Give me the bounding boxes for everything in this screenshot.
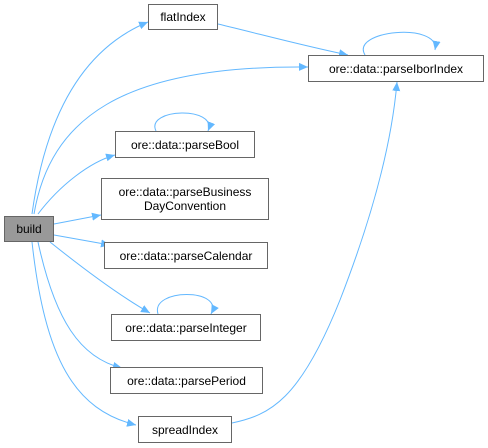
node-spreadIndex[interactable]: spreadIndex	[138, 416, 232, 443]
edge-flatIndex-parseIborIndex	[217, 23, 349, 58]
edge-build-parseIborIndex	[33, 62, 309, 215]
node-parseBusinessDayConvention-line1: ore::data::parseBusiness	[118, 185, 252, 199]
edge-spreadIndex-parseIborIndex	[231, 81, 401, 424]
node-parseBusinessDayConvention-line2: DayConvention	[143, 199, 227, 213]
node-build[interactable]: build	[4, 216, 54, 242]
node-parseBool[interactable]: ore::data::parseBool	[115, 131, 255, 158]
edge-build-flatIndex	[31, 21, 149, 215]
edge-build-parsePeriod	[37, 241, 123, 370]
edge-build-spreadIndex	[31, 241, 137, 427]
edge-parseIborIndex-self	[362, 31, 441, 56]
node-parseBusinessDayConvention[interactable]: ore::data::parseBusiness DayConvention	[101, 178, 269, 220]
node-parseCalendar[interactable]: ore::data::parseCalendar	[104, 242, 268, 269]
edge-build-parseCalendar	[53, 234, 111, 248]
edge-parseBool-self	[154, 112, 216, 132]
node-flatIndex[interactable]: flatIndex	[148, 4, 218, 30]
node-parsePeriod[interactable]: ore::data::parsePeriod	[110, 367, 263, 394]
edge-build-parseBool	[37, 153, 116, 215]
edge-parseInteger-self	[157, 294, 219, 315]
node-parseIborIndex[interactable]: ore::data::parseIborIndex	[308, 55, 484, 82]
edge-build-parseInteger	[49, 241, 151, 314]
node-parseInteger[interactable]: ore::data::parseInteger	[111, 314, 261, 341]
edge-build-parseBDC	[53, 212, 102, 225]
